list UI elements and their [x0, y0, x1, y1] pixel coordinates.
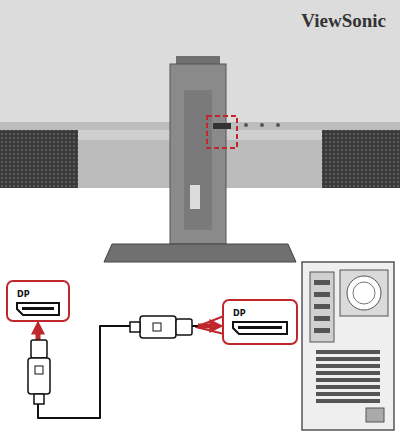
expansion-slots [316, 350, 380, 403]
port-outline [17, 303, 59, 315]
port-callout: DP [6, 280, 70, 322]
slot [316, 392, 380, 396]
pc-foot [366, 408, 384, 422]
slot [316, 399, 380, 403]
port-contacts [22, 307, 54, 310]
slot [316, 364, 380, 368]
port-contacts [238, 326, 282, 329]
io-port [314, 292, 330, 297]
dp-port-icon [8, 282, 72, 324]
highlight-box [207, 116, 237, 148]
dp-plug-head [31, 340, 47, 358]
dp-cable [38, 322, 222, 418]
port-callout: DP [222, 299, 298, 345]
strain-relief [130, 322, 140, 332]
io-port [314, 316, 330, 321]
button [244, 123, 248, 127]
slot [316, 378, 380, 382]
button [276, 123, 280, 127]
dp-logo [153, 323, 161, 331]
slot [316, 357, 380, 361]
power-supply [340, 270, 388, 316]
io-port [314, 304, 330, 309]
psu-fan [353, 282, 375, 304]
port-name: DP [233, 310, 246, 318]
io-port [314, 328, 330, 333]
port-outline [233, 322, 287, 334]
psu-fan [347, 276, 381, 310]
insert-arrow [36, 326, 41, 340]
slot [316, 350, 380, 354]
connector-group [38, 322, 222, 418]
io-port [314, 280, 330, 285]
cable-hole [190, 185, 200, 209]
port-name: DP [17, 291, 30, 299]
dp-port-icon [224, 301, 300, 347]
slot [316, 385, 380, 389]
speaker-grille [322, 130, 400, 188]
dp-plug-head [176, 319, 192, 335]
dp-plug-body [28, 358, 50, 394]
dp-port [213, 123, 231, 129]
io-panel [310, 272, 334, 342]
stand-neck [170, 64, 226, 244]
stand-base [104, 244, 296, 262]
slot [316, 371, 380, 375]
strain-relief [34, 394, 44, 404]
dp-logo [35, 366, 43, 374]
dp-plug-body [140, 316, 176, 338]
stand-inner [184, 90, 212, 230]
button [260, 123, 264, 127]
brand-logo: ViewSonic [301, 10, 386, 32]
pc-tower [302, 262, 394, 430]
speaker-grille [0, 130, 78, 188]
insert-arrow [198, 324, 212, 329]
